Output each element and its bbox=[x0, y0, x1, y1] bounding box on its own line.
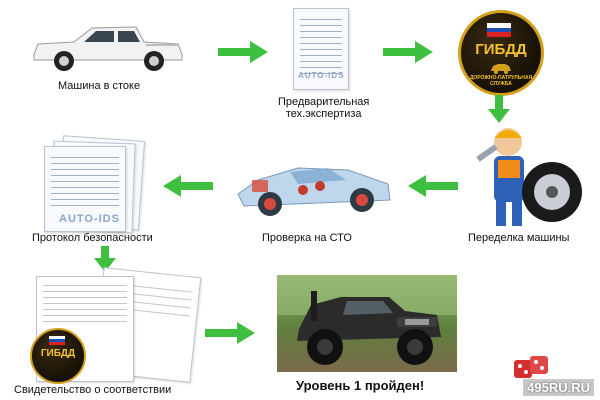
russian-flag-icon bbox=[49, 336, 65, 345]
inspection-watermark: AUTO-IDS bbox=[298, 71, 345, 80]
gibdd-stamp-title: ГИБДД bbox=[40, 348, 76, 359]
arrow-left-icon bbox=[163, 175, 213, 202]
pre-inspection-label-line1: Предварительная bbox=[278, 96, 370, 108]
dice-icon bbox=[512, 352, 552, 382]
arrow-right-icon bbox=[218, 41, 268, 68]
arrow-left-icon bbox=[408, 175, 458, 202]
site-logo: 495RU.RU bbox=[523, 379, 594, 396]
final-level-label: Уровень 1 пройден! bbox=[296, 378, 425, 393]
police-car-icon bbox=[489, 61, 513, 74]
arrow-down-icon bbox=[94, 246, 116, 277]
protocol-watermark: AUTO-IDS bbox=[59, 213, 120, 225]
conformity-label: Свидетельство о соответствии bbox=[14, 384, 172, 396]
xray-car-image bbox=[228, 150, 398, 222]
gibdd-badge-ring: ДОРОЖНО-ПАТРУЛЬНАЯ СЛУЖБА bbox=[469, 75, 533, 87]
inspection-document: AUTO-IDS bbox=[293, 8, 349, 90]
gibdd-badge: ГИБДД ДОРОЖНО-ПАТРУЛЬНАЯ СЛУЖБА bbox=[458, 10, 544, 96]
stock-car-label: Машина в стоке bbox=[58, 80, 141, 92]
mechanic-illustration bbox=[468, 120, 588, 230]
pre-inspection-label: Предварительная тех.экспертиза bbox=[278, 96, 369, 120]
protocol-document-front: AUTO-IDS bbox=[44, 146, 126, 232]
sto-check-label: Проверка на СТО bbox=[262, 232, 352, 244]
gibdd-badge-title: ГИБДД bbox=[475, 41, 527, 58]
stock-car-image bbox=[28, 18, 188, 76]
pre-inspection-label-line2: тех.экспертиза bbox=[285, 108, 362, 120]
arrow-right-icon bbox=[383, 41, 433, 68]
gibdd-stamp: ГИБДД bbox=[30, 328, 86, 384]
arrow-down-icon bbox=[488, 95, 510, 128]
offroad-truck-photo bbox=[277, 275, 457, 372]
car-rework-label: Переделка машины bbox=[468, 232, 570, 244]
arrow-right-icon bbox=[205, 322, 255, 349]
russian-flag-icon bbox=[487, 23, 511, 37]
safety-protocol-label: Протокол безопасности bbox=[32, 232, 153, 244]
